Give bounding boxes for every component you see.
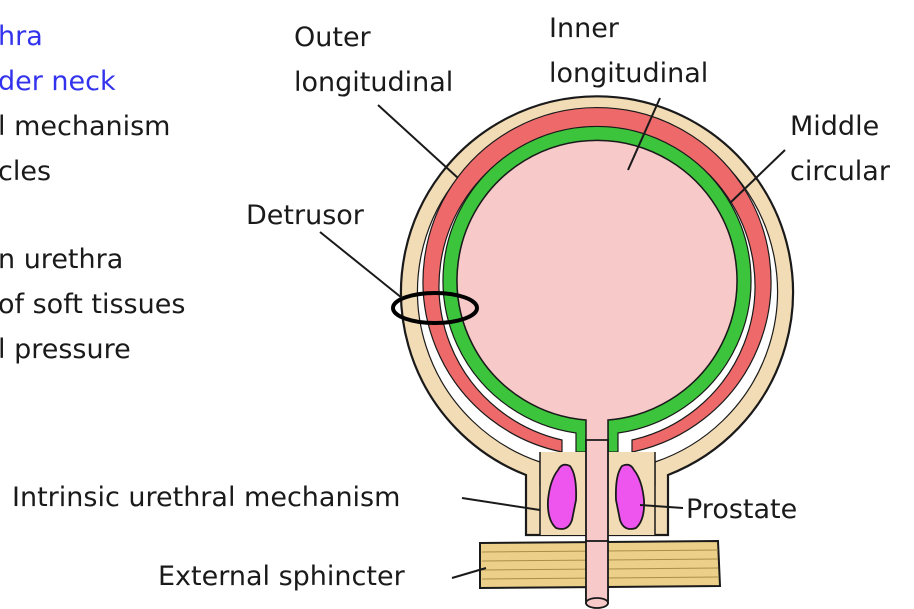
left-text-line-3: l mechanism [0,111,170,142]
left-text-line-6: of soft tissues [0,289,185,320]
leader-detrusor [320,232,402,298]
left-text-line-1: hra [0,21,43,52]
label-outer-1: Outer [294,22,372,53]
label-prostate: Prostate [686,494,797,525]
label-middle-2: circular [790,156,891,187]
left-text-block: hra der neck l mechanism cles n urethra … [0,21,185,365]
label-intrinsic: Intrinsic urethral mechanism [12,482,400,513]
label-middle-1: Middle [790,111,879,142]
left-text-line-2: der neck [0,66,116,97]
label-sphincter: External sphincter [158,561,406,592]
urethra-lower [586,541,608,603]
label-outer-2: longitudinal [294,67,453,98]
left-text-line-5: n urethra [0,244,123,275]
label-inner-2: longitudinal [549,58,708,89]
left-text-line-7: l pressure [0,334,131,365]
label-detrusor: Detrusor [246,200,365,231]
urethra-opening [586,598,608,608]
label-inner-1: Inner [549,13,620,44]
left-text-line-4: cles [0,156,51,187]
leader-outer [378,105,458,178]
